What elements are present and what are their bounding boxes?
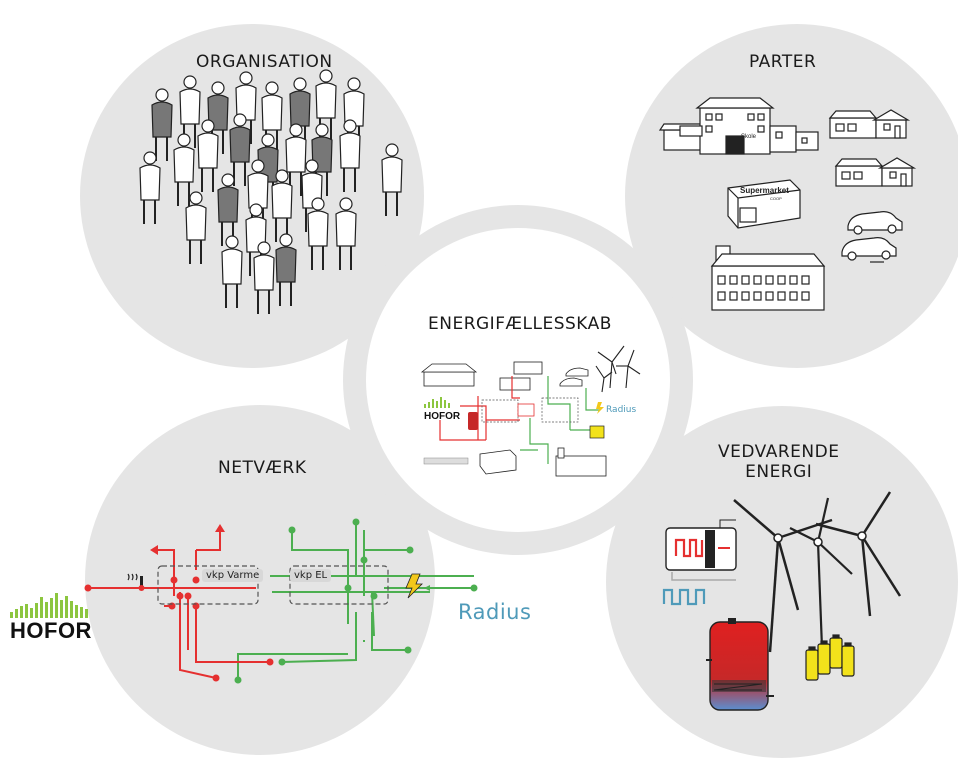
person-icon	[139, 151, 161, 224]
heat-lines	[439, 376, 520, 441]
car-icon	[559, 367, 589, 387]
person-icon	[275, 233, 297, 306]
battery-icon	[589, 425, 605, 439]
power-lines	[520, 376, 600, 464]
house-icon	[499, 361, 543, 391]
hofor-logo: HOFOR	[10, 618, 92, 643]
person-icon	[339, 119, 361, 192]
svg-text:COOP: COOP	[770, 196, 782, 201]
person-icon	[185, 191, 207, 264]
supermarket-icon: Supermarket COOP	[727, 179, 801, 229]
wind-turbine-icon	[815, 491, 902, 617]
person-icon	[179, 75, 201, 148]
lightning-icon	[405, 573, 423, 599]
person-icon	[315, 69, 337, 142]
wind-turbine-icon	[595, 345, 641, 393]
supermarket-icon	[479, 449, 517, 475]
school-icon	[420, 363, 478, 387]
house-icon	[834, 157, 917, 187]
person-icon	[221, 235, 243, 308]
school-icon	[658, 97, 819, 155]
parter-title: PARTER	[749, 52, 817, 72]
svg-text:Radius: Radius	[606, 405, 636, 415]
person-icon	[253, 241, 275, 314]
water-tank-icon	[468, 412, 478, 430]
radius-logo: Radius	[458, 600, 532, 624]
netvaerk-title: NETVÆRK	[218, 458, 307, 478]
parter-illustrations: Supermarket COOP	[658, 97, 917, 311]
person-icon	[217, 173, 239, 246]
vedvarende-title-line1: VEDVARENDE	[718, 442, 840, 462]
water-tank-icon	[706, 618, 774, 711]
vedvarende-title: VEDVARENDE ENERGI	[718, 442, 839, 482]
people-icon	[139, 69, 403, 314]
person-icon	[285, 123, 307, 196]
heat-pump-icon	[517, 403, 535, 417]
vedvarende-title-line2: ENERGI	[745, 462, 813, 482]
network-diagram	[10, 518, 478, 684]
person-icon	[229, 113, 251, 186]
car-icon	[847, 211, 903, 235]
skole-sign: Skole	[741, 134, 757, 140]
person-icon	[173, 133, 195, 206]
heat-box-label: vkp Varme	[202, 569, 264, 582]
wind-turbine-icon	[733, 499, 833, 653]
svg-text:Supermarket: Supermarket	[740, 186, 789, 195]
hofor-logo-bars	[10, 593, 88, 618]
house-icon	[828, 109, 911, 139]
community-mini-diagram: HOFOR Radius	[420, 345, 641, 477]
renewable-illustrations	[662, 491, 902, 711]
person-icon	[335, 197, 357, 270]
energifaellesskab-title: ENERGIFÆLLESSKAB	[428, 314, 612, 334]
person-icon	[289, 77, 311, 150]
car-icon	[841, 237, 897, 263]
vedvarende-circle	[606, 406, 958, 758]
person-icon	[381, 143, 403, 216]
svg-text:HOFOR: HOFOR	[424, 411, 461, 422]
person-icon	[197, 119, 219, 192]
battery-icon	[805, 634, 855, 681]
person-icon	[307, 197, 329, 270]
mini-hofor-logo	[424, 397, 450, 408]
organisation-title: ORGANISATION	[196, 52, 333, 72]
person-icon	[271, 169, 293, 242]
thermometer-icon	[127, 573, 145, 591]
power-box-label: vkp EL	[290, 569, 332, 582]
heat-pump-icon	[662, 519, 737, 606]
wind-turbine-icon	[789, 497, 853, 649]
person-icon	[151, 88, 173, 161]
factory-icon	[710, 245, 826, 311]
lightning-icon	[596, 402, 604, 414]
factory-icon	[555, 447, 607, 477]
